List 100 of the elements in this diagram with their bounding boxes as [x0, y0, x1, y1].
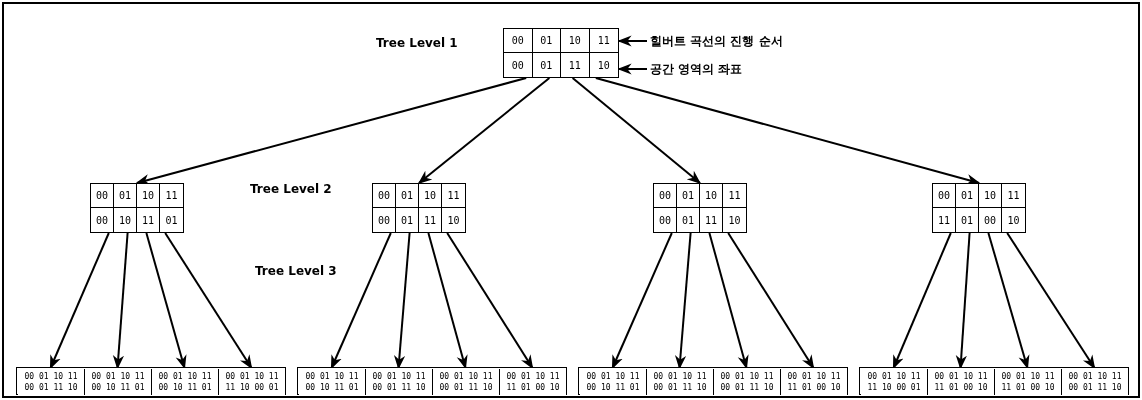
code-row: 00 01 10 11	[225, 371, 279, 382]
grid-cell: 01	[956, 208, 979, 232]
code-row: 11 01 00 10	[506, 382, 560, 393]
code-row: 00 10 11 01	[158, 382, 212, 393]
leaf-node	[366, 369, 433, 395]
group-box	[578, 367, 848, 395]
leaf-node	[1062, 369, 1129, 395]
code-row: 00 01 10 11	[1001, 371, 1055, 382]
grid-cell: 11	[933, 208, 956, 232]
leaf-node	[995, 369, 1062, 395]
grid-cell: 01	[396, 208, 419, 232]
grid-cell: 01	[677, 208, 700, 232]
grid-cell: 01	[114, 184, 137, 208]
grid-cell: 01	[532, 53, 561, 77]
leaf-node	[714, 369, 781, 395]
grid-cell: 00	[979, 208, 1002, 232]
code-row: 00 01 11 10	[720, 382, 774, 393]
arrow	[417, 77, 551, 184]
code-grid	[503, 28, 619, 78]
leaf-node	[299, 369, 366, 395]
grid-cell: 00	[654, 208, 677, 232]
grid-cell: 11	[419, 208, 442, 232]
code-row: 11 01 00 10	[934, 382, 988, 393]
grid-cell: 01	[677, 184, 700, 208]
code-row: 00 01 11 10	[439, 382, 493, 393]
leaf-node	[18, 369, 85, 395]
level-label: Tree Level 2	[250, 181, 332, 198]
grid-cell: 00	[504, 29, 533, 53]
code-row: 00 01 10 11	[506, 371, 560, 382]
code-row: 00 01 10 11	[1068, 371, 1122, 382]
grid-cell: 10	[700, 184, 723, 208]
grid-cell: 01	[532, 29, 561, 53]
group-box	[859, 367, 1129, 395]
code-row: 00 10 11 01	[586, 382, 640, 393]
leaf-node	[219, 369, 286, 395]
arrow	[571, 77, 702, 184]
grid-cell: 00	[373, 208, 396, 232]
leaf-node	[152, 369, 219, 395]
grid-cell: 11	[723, 184, 746, 208]
grid-cell: 11	[561, 53, 590, 77]
leaf-node	[647, 369, 714, 395]
grid-cell: 00	[91, 208, 114, 232]
leaf-node	[861, 369, 928, 395]
code-row: 00 01 10 11	[24, 371, 78, 382]
code-row: 00 01 11 10	[24, 382, 78, 393]
code-row: 00 01 10 11	[586, 371, 640, 382]
grid-cell: 01	[396, 184, 419, 208]
group-box	[16, 367, 286, 395]
grid-cell: 11	[589, 29, 618, 53]
grid-cell: 00	[91, 184, 114, 208]
leaf-node	[580, 369, 647, 395]
grid-cell: 10	[419, 184, 442, 208]
code-row: 00 01 11 10	[372, 382, 426, 393]
code-row: 00 01 10 11	[653, 371, 707, 382]
code-row: 00 01 10 11	[439, 371, 493, 382]
grid-cell: 10	[979, 184, 1002, 208]
grid-cell-text: 10	[596, 58, 611, 73]
code-row: 00 10 11 01	[305, 382, 359, 393]
grid-cell: 00	[654, 184, 677, 208]
code-row: 00 01 10 11	[305, 371, 359, 382]
code-row: 00 01 11 10	[653, 382, 707, 393]
code-grid	[90, 183, 184, 233]
group-box	[297, 367, 567, 395]
grid-cell: 11	[700, 208, 723, 232]
grid-cell: 01	[956, 184, 979, 208]
code-row: 11 01 00 10	[1001, 382, 1055, 393]
code-row: 11 10 00 01	[225, 382, 279, 393]
grid-cell: 11	[137, 208, 160, 232]
annotation-text: 공간 영역의 좌표	[650, 61, 743, 78]
grid-cell: 00	[504, 53, 533, 77]
grid-cell: 10	[137, 184, 160, 208]
arrow	[617, 63, 648, 75]
code-grid	[932, 183, 1026, 233]
code-grid	[372, 183, 466, 233]
annotation-text: 힐버트 곡선의 진행 순서	[650, 33, 783, 50]
code-row: 00 10 11 01	[91, 382, 145, 393]
leaf-node	[500, 369, 567, 395]
leaf-node	[781, 369, 848, 395]
code-row: 00 01 10 11	[91, 371, 145, 382]
code-grid	[653, 183, 747, 233]
level-label: Tree Level 1	[376, 35, 458, 52]
code-row: 00 01 10 11	[934, 371, 988, 382]
grid-cell: 00	[933, 184, 956, 208]
grid-cell: 00	[373, 184, 396, 208]
grid-cell-text: 10	[446, 213, 461, 228]
grid-cell-text: 01	[164, 213, 179, 228]
grid-cell-text: 10	[727, 213, 742, 228]
code-row: 00 01 11 10	[1068, 382, 1122, 393]
level-label: Tree Level 3	[255, 263, 337, 280]
grid-cell: 10	[561, 29, 590, 53]
grid-cell: 11	[442, 184, 465, 208]
code-row: 00 01 10 11	[867, 371, 921, 382]
grid-cell-text: 10	[1006, 213, 1021, 228]
arrow	[617, 35, 648, 47]
leaf-node	[433, 369, 500, 395]
code-row: 00 01 10 11	[158, 371, 212, 382]
code-row: 00 01 10 11	[372, 371, 426, 382]
leaf-node	[928, 369, 995, 395]
grid-cell: 11	[1002, 184, 1025, 208]
grid-cell: 11	[160, 184, 183, 208]
